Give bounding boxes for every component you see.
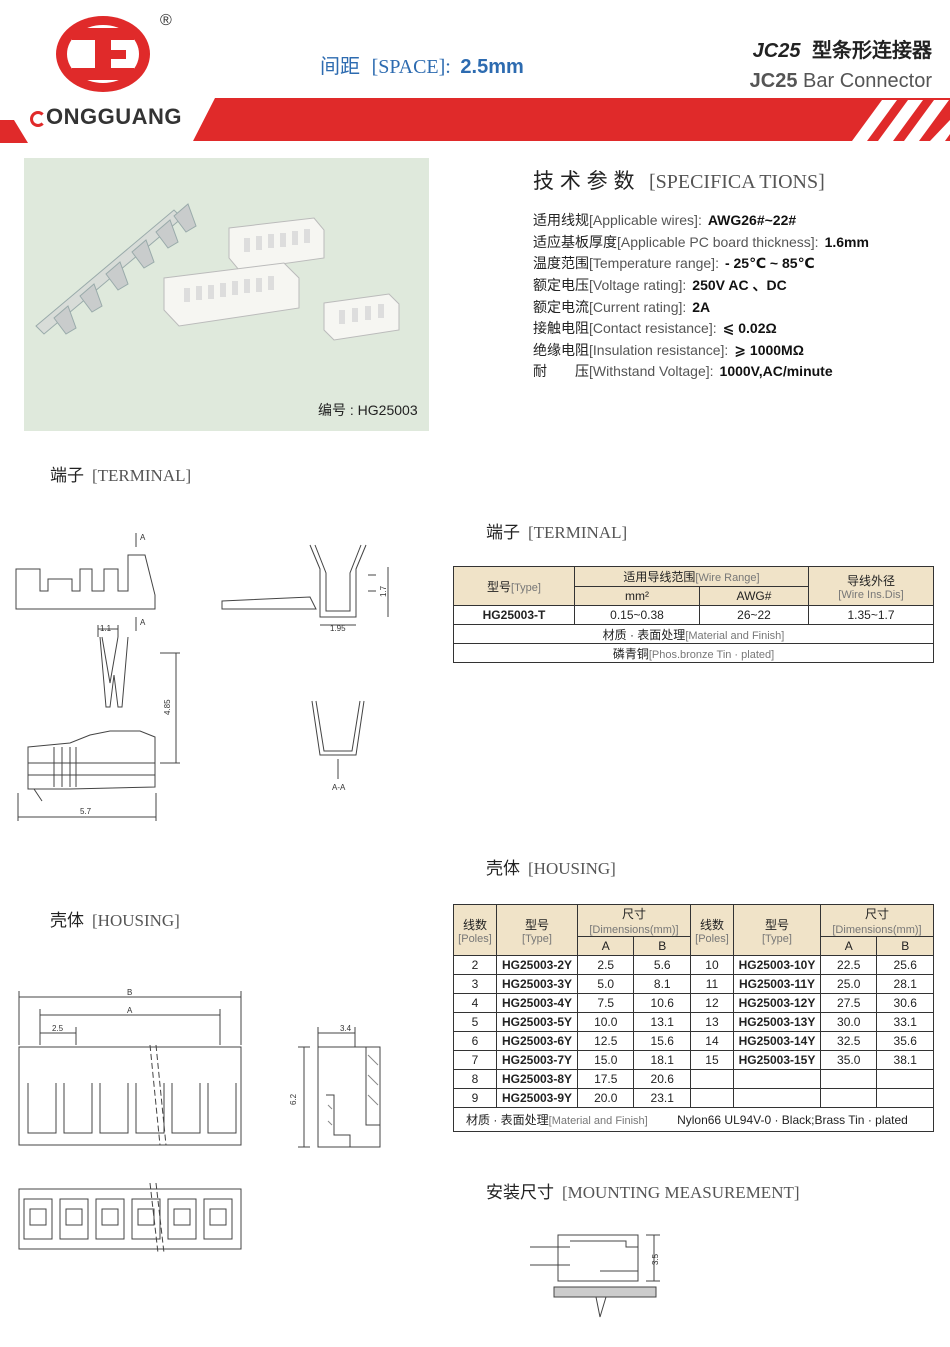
terminal-section-title: 端子[TERMINAL]	[50, 466, 192, 485]
drawing-label: 6.2	[289, 1093, 298, 1105]
spec-row: 接触电阻[Contact resistance]:⩽ 0.02Ω	[533, 320, 777, 336]
drawing-label: 4.85	[163, 699, 172, 715]
spec-row: 额定电压[Voltage rating]:250V AC 、DC	[533, 277, 787, 293]
drawing-label: 1.95	[330, 624, 346, 633]
housing-drawing: B A 2.5 3.4 6.2	[18, 988, 381, 1254]
terminal-table: 型号[Type] 适用导线范围[Wire Range] 导线外径[Wire In…	[453, 566, 934, 663]
specs-title: 技 术 参 数 [SPECIFICA TIONS]	[533, 170, 825, 193]
spacing-label: 间距 [SPACE]: 2.5mm	[320, 56, 524, 78]
housing-table: 线数[Poles] 型号[Type] 尺寸[Dimensions(mm)] 线数…	[453, 904, 935, 1132]
drawing-label: 1.1	[100, 624, 112, 633]
housing-table-title: 壳体[HOUSING]	[486, 859, 616, 878]
terminal-drawing: A A 1.1 4.85 5.7 1.7 1.95 A-A	[15, 533, 389, 821]
brand-logo-icon	[56, 16, 150, 92]
spec-row: 耐 压[Withstand Voltage]:1000V,AC/minute	[533, 363, 833, 379]
drawing-label: B	[127, 988, 132, 997]
terminal-table-title: 端子[TERMINAL]	[486, 523, 628, 542]
mounting-section-title: 安装尺寸[MOUNTING MEASUREMENT]	[486, 1183, 800, 1202]
spec-row: 适用线规[Applicable wires]:AWG26#~22#	[533, 212, 797, 228]
mounting-drawing: 3.5	[530, 1234, 660, 1318]
product-photo	[24, 158, 429, 431]
registered-mark: ®	[160, 12, 172, 29]
product-code: 编号 : HG25003	[318, 402, 418, 418]
spec-row: 额定电流[Current rating]:2A	[533, 299, 711, 315]
drawing-label: A-A	[332, 783, 346, 792]
spec-row: 适应基板厚度[Applicable PC board thickness]:1.…	[533, 234, 869, 250]
title-zh: JC25 型条形连接器	[752, 40, 932, 62]
housing-section-title: 壳体[HOUSING]	[50, 911, 180, 930]
drawing-label: 5.7	[80, 807, 92, 816]
drawing-label: 3.5	[651, 1253, 660, 1265]
drawing-label: A	[140, 618, 146, 627]
brand-wordmark: ONGGUANG	[30, 104, 182, 130]
connector-image-icon	[35, 203, 400, 341]
drawing-label: 3.4	[340, 1024, 352, 1033]
spec-row: 温度范围[Temperature range]:- 25℃ ~ 85℃	[533, 255, 815, 271]
spec-row: 绝缘电阻[Insulation resistance]:⩾ 1000MΩ	[533, 342, 804, 358]
header-band	[0, 98, 950, 143]
title-en: JC25 Bar Connector	[749, 70, 932, 92]
drawing-label: 2.5	[52, 1024, 64, 1033]
drawing-label: A	[140, 533, 146, 542]
drawing-label: A	[127, 1006, 133, 1015]
drawing-label: 1.7	[379, 585, 388, 597]
